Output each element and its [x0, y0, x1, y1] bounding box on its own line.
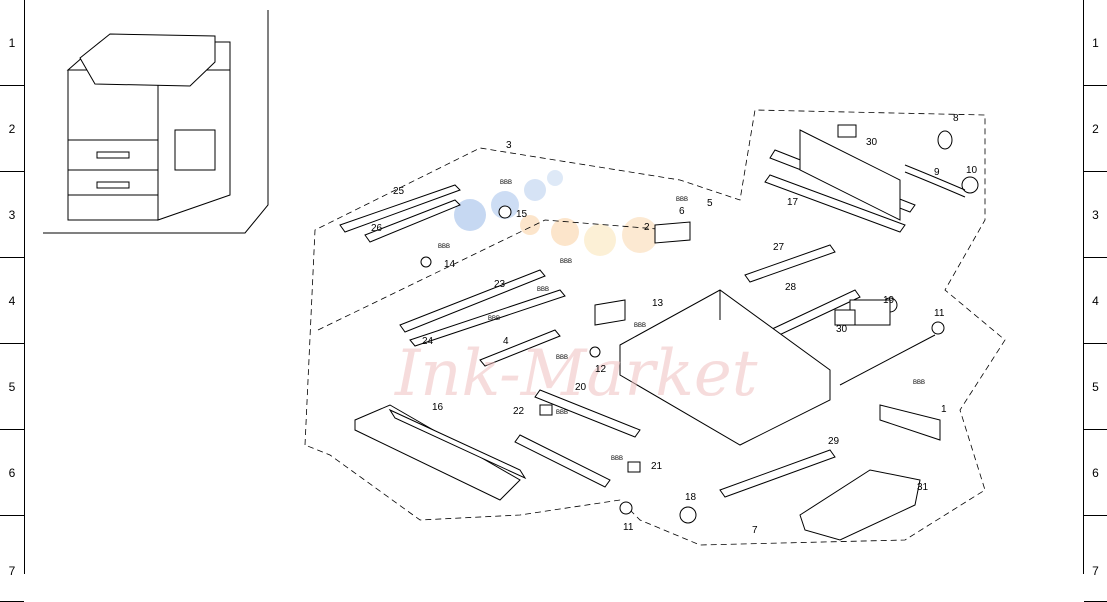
grid-row-label: 4: [1092, 294, 1099, 308]
callout-19: 19: [883, 295, 895, 306]
callout-28: 28: [785, 282, 797, 293]
callout-27: 27: [773, 242, 785, 253]
callout-1: 1: [941, 404, 947, 415]
assembly-outline: [304, 109, 1006, 546]
grid-row-label: 3: [1092, 208, 1099, 222]
callout-29: 29: [828, 436, 840, 447]
callout-11b: 11: [623, 522, 634, 533]
grid-cell-1: 1: [1084, 0, 1107, 86]
callout-6: 6: [679, 206, 685, 217]
callout-30a: 30: [866, 137, 878, 148]
callout-25: 25: [393, 186, 405, 197]
callout-23: 23: [494, 279, 506, 290]
fastener-tag: BBB: [488, 316, 500, 322]
callout-17: 17: [787, 197, 799, 208]
grid-cell-2: 2: [1084, 86, 1107, 172]
fastener-tag: BBB: [438, 244, 450, 250]
grid-cell-4: 4: [0, 258, 24, 344]
callout-4: 4: [503, 336, 509, 347]
fastener-tag: BBB: [634, 323, 646, 329]
grid-cell-3: 3: [0, 172, 24, 258]
callout-3: 3: [506, 140, 512, 151]
callout-22: 22: [513, 406, 525, 417]
grid-cell-5: 5: [0, 344, 24, 430]
watermark-text: Ink-Market: [394, 337, 758, 411]
fastener-tag: BBB: [676, 197, 688, 203]
callout-2: 2: [644, 222, 650, 233]
callout-20: 20: [575, 382, 587, 393]
grid-row-label: 3: [8, 208, 16, 222]
grid-cell-1: 1: [0, 0, 24, 86]
fastener-tag: BBB: [537, 287, 549, 293]
callout-9: 9: [934, 167, 940, 178]
watermark-dots: [454, 170, 658, 256]
grid-row-label: 7: [1092, 564, 1099, 578]
grid-row-label: 5: [8, 380, 16, 394]
grid-row-label: 6: [1092, 466, 1099, 480]
grid-cell-3: 3: [1084, 172, 1107, 258]
callout-14: 14: [444, 259, 456, 270]
fastener-tag: BBB: [611, 456, 623, 462]
fastener-tag: BBB: [560, 259, 572, 265]
grid-row-label: 7: [8, 564, 16, 578]
exploded-parts-diagram: Ink-Market 1 2 3 4 5 6 7 8 9 10 11 11 12…: [43, 10, 1006, 546]
fastener-tag: BBB: [500, 180, 512, 186]
callout-26: 26: [371, 223, 383, 234]
callout-labels: 1 2 3 4 5 6 7 8 9 10 11 11 12 13 14 15 1…: [371, 113, 978, 536]
grid-cell-2: 2: [0, 86, 24, 172]
callout-15: 15: [516, 209, 528, 220]
right-grid-column: 1 2 3 4 5 6 7: [1083, 0, 1107, 602]
callout-5: 5: [707, 198, 713, 209]
fastener-tag: BBB: [556, 410, 568, 416]
grid-row-label: 2: [8, 122, 16, 136]
grid-cell-6: 6: [1084, 430, 1107, 516]
part-drawings: [339, 124, 979, 541]
grid-cell-5: 5: [1084, 344, 1107, 430]
grid-row-label: 5: [1092, 380, 1099, 394]
printer-inset: [43, 10, 269, 234]
callout-10: 10: [966, 165, 978, 176]
callout-13: 13: [652, 298, 664, 309]
grid-cell-4: 4: [1084, 258, 1107, 344]
grid-row-label: 2: [1092, 122, 1099, 136]
fastener-tags: BBB BBB BBB BBB BBB BBB BBB BBB BBB BBB …: [438, 180, 925, 462]
grid-row-label: 1: [8, 36, 16, 50]
callout-12: 12: [595, 364, 607, 375]
fastener-tag: BBB: [913, 380, 925, 386]
fastener-tag: BBB: [556, 355, 568, 361]
grid-row-label: 4: [8, 294, 16, 308]
callout-24: 24: [422, 336, 434, 347]
grid-row-label: 6: [8, 466, 16, 480]
callout-21: 21: [651, 461, 663, 472]
callout-7: 7: [752, 525, 758, 536]
callout-30b: 30: [836, 324, 848, 335]
callout-18: 18: [685, 492, 697, 503]
callout-31: 31: [917, 482, 929, 493]
callout-16: 16: [432, 402, 444, 413]
callout-8: 8: [953, 113, 959, 124]
callout-11a: 11: [934, 308, 945, 319]
grid-cell-6: 6: [0, 430, 24, 516]
grid-row-label: 1: [1092, 36, 1099, 50]
